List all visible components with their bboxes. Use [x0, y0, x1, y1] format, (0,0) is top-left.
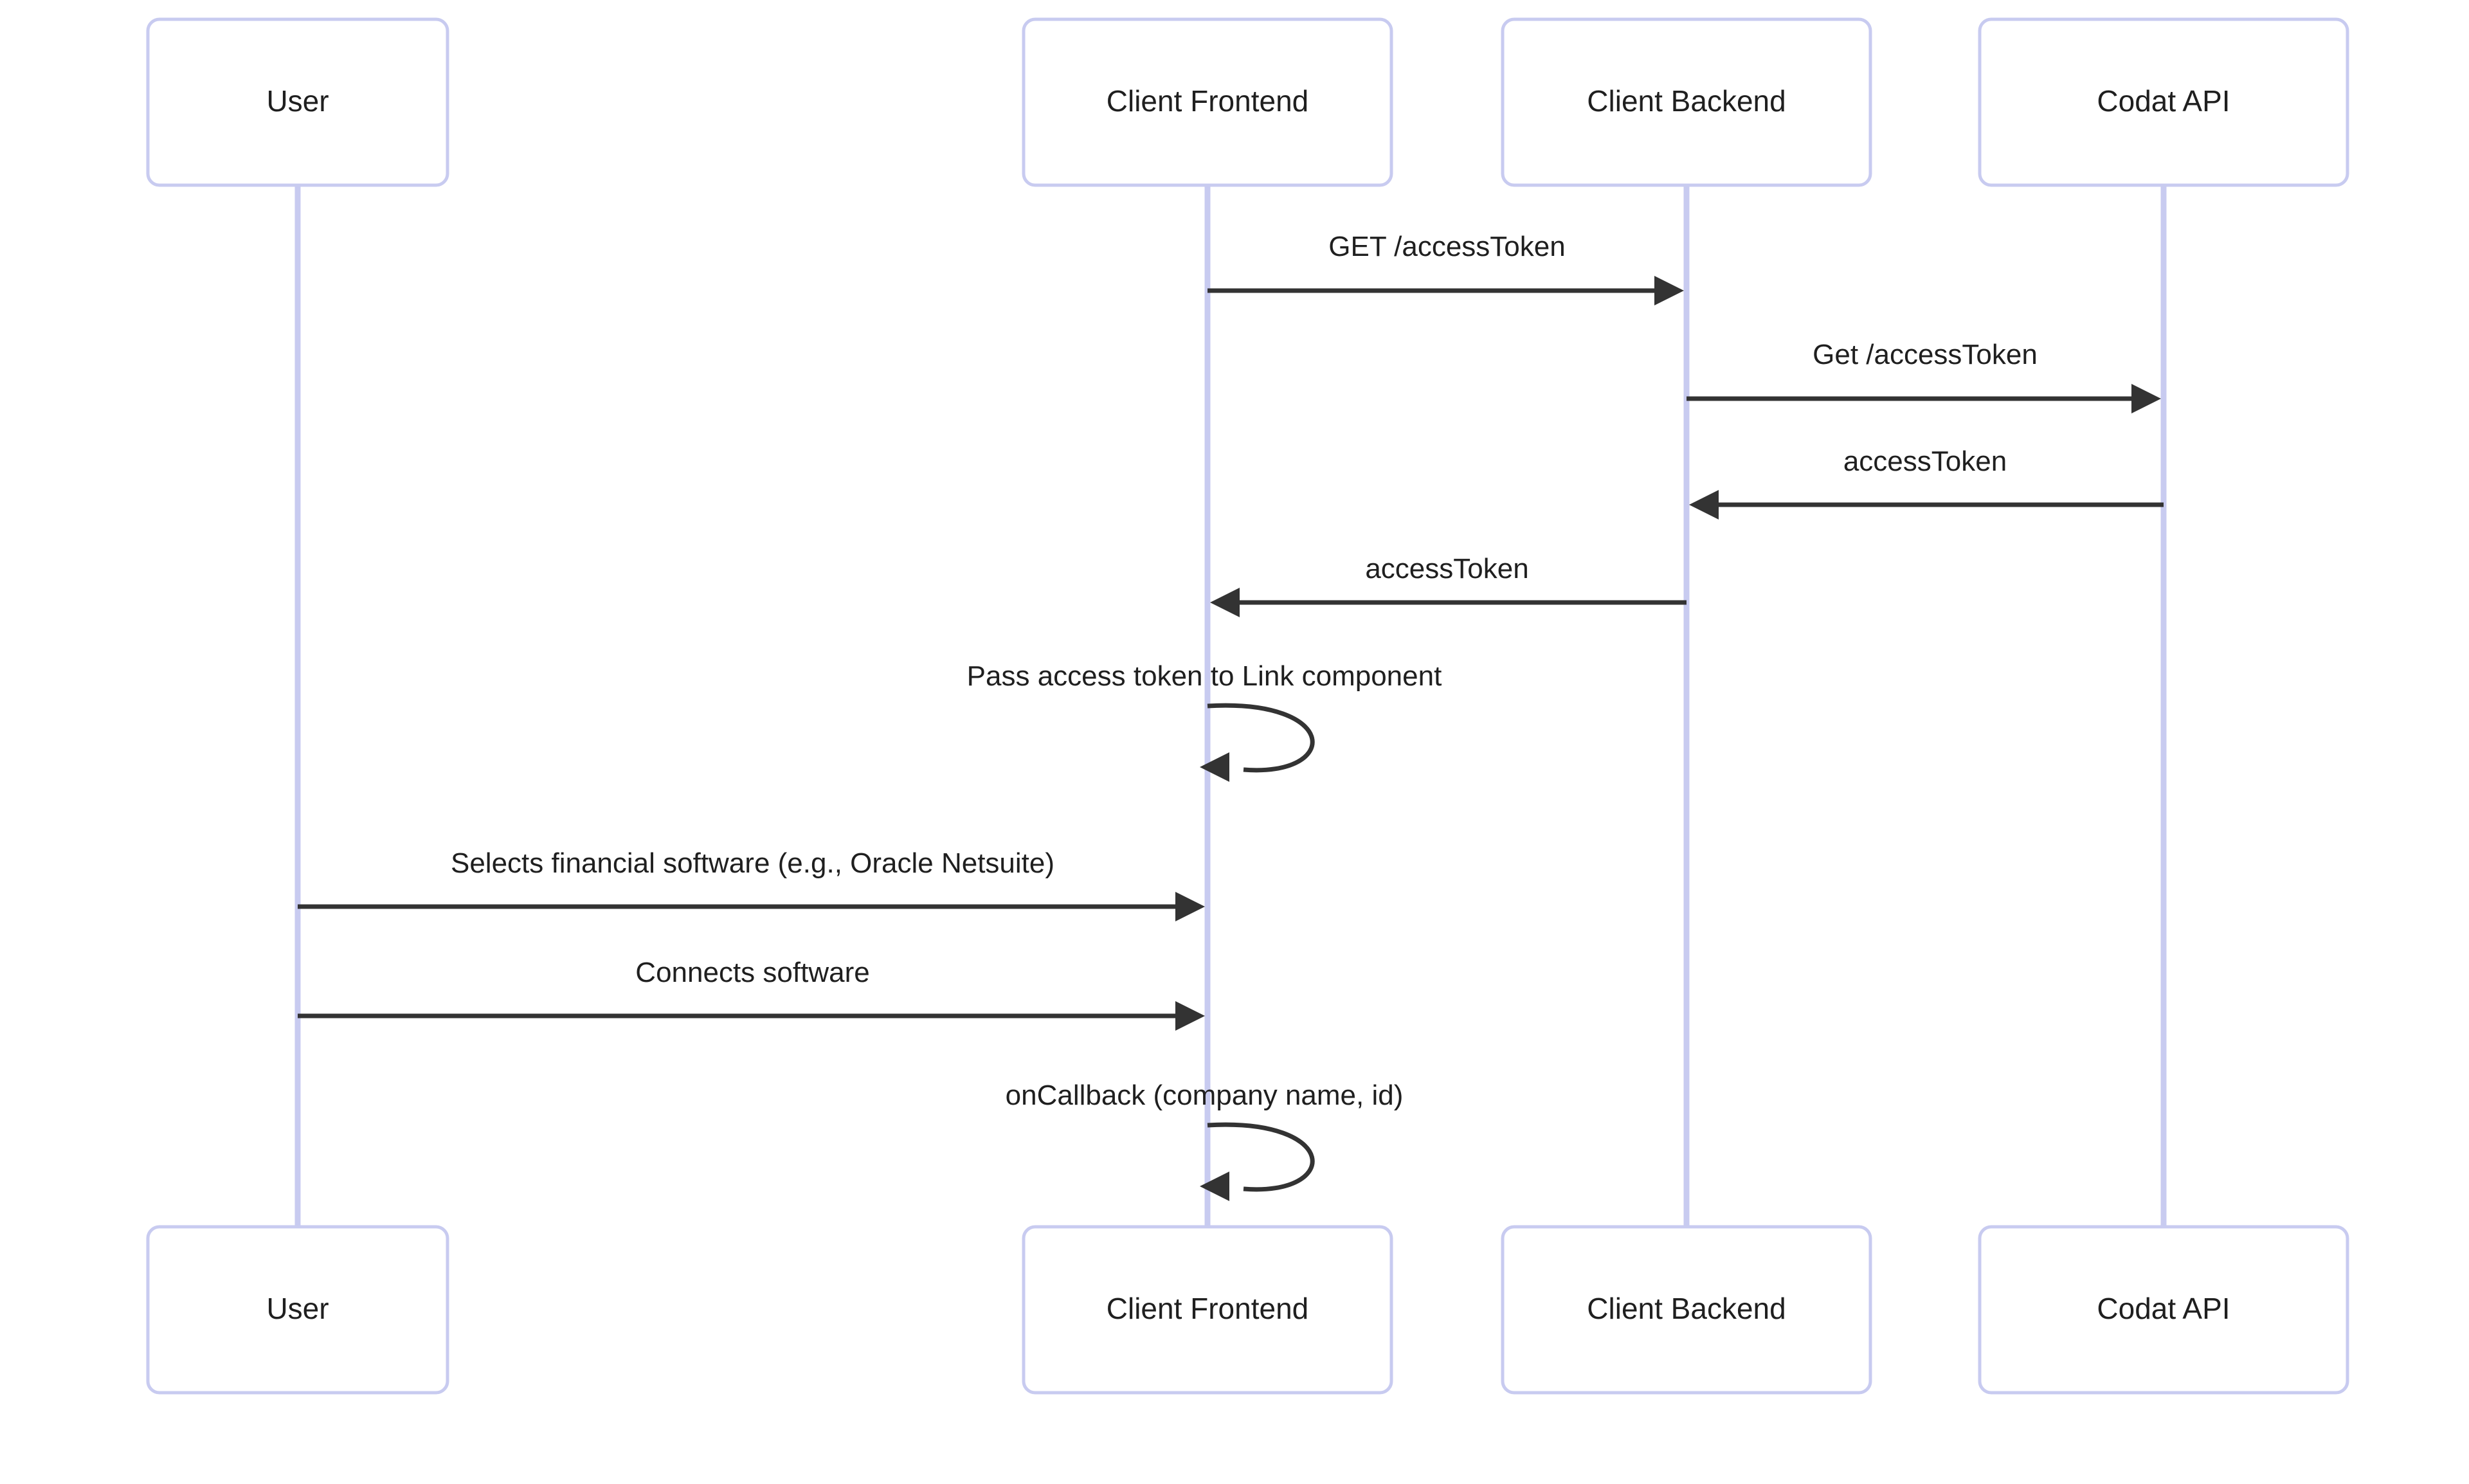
actor-box-shape	[1978, 17, 2349, 187]
message-label: Pass access token to Link component	[967, 660, 1442, 692]
message-label: onCallback (company name, id)	[1006, 1080, 1404, 1111]
actor-box-footer-user[interactable]: User	[146, 1225, 449, 1395]
arrowhead	[1200, 752, 1229, 782]
arrowhead	[1175, 1001, 1205, 1031]
actor-label-codat-api: Codat API	[2097, 1292, 2230, 1325]
message-self-loop	[1207, 1122, 1315, 1192]
actor-box-shape	[146, 17, 449, 187]
arrowhead	[1654, 276, 1684, 305]
arrowhead	[1175, 892, 1205, 921]
actor-label-codat-api: Codat API	[2097, 84, 2230, 118]
message-msg-selects-financial-software[interactable]: Selects financial software (e.g., Oracle…	[298, 847, 1205, 921]
actor-box-shape	[1022, 1225, 1393, 1395]
actor-box-header-codat-api[interactable]: Codat API	[1978, 17, 2349, 187]
message-label: GET /accessToken	[1328, 231, 1565, 262]
actor-box-shape	[1022, 17, 1393, 187]
message-label: accessToken	[1843, 446, 2007, 477]
actor-label-client-backend: Client Backend	[1587, 1292, 1786, 1325]
message-label: Selects financial software (e.g., Oracle…	[451, 847, 1054, 879]
actor-label-user: User	[266, 1292, 329, 1325]
message-label: Get /accessToken	[1813, 339, 2038, 370]
actor-box-footer-client-backend[interactable]: Client Backend	[1501, 1225, 1872, 1395]
arrowhead	[1689, 490, 1719, 520]
lifelines-layer	[294, 185, 2167, 1227]
actor-box-header-user[interactable]: User	[146, 17, 449, 187]
arrowhead	[1210, 588, 1240, 617]
actor-box-shape	[146, 1225, 449, 1395]
arrowhead	[1200, 1172, 1229, 1201]
actor-label-client-backend: Client Backend	[1587, 84, 1786, 118]
message-msg-on-callback[interactable]: onCallback (company name, id)	[1006, 1080, 1404, 1201]
arrowhead	[2131, 384, 2161, 413]
actor-label-user: User	[266, 84, 329, 118]
actor-box-shape	[1501, 1225, 1872, 1395]
actor-box-footer-codat-api[interactable]: Codat API	[1978, 1225, 2349, 1395]
actor-box-header-client-frontend[interactable]: Client Frontend	[1022, 17, 1393, 187]
actor-label-client-frontend: Client Frontend	[1107, 1292, 1309, 1325]
message-msg-get-access-token-2[interactable]: Get /accessToken	[1687, 339, 2161, 413]
message-msg-access-token-return-1[interactable]: accessToken	[1689, 446, 2164, 520]
actor-box-footer-client-frontend[interactable]: Client Frontend	[1022, 1225, 1393, 1395]
message-msg-connects-software[interactable]: Connects software	[298, 957, 1205, 1031]
actor-box-shape	[1978, 1225, 2349, 1395]
actor-label-client-frontend: Client Frontend	[1107, 84, 1309, 118]
message-label: Connects software	[635, 957, 869, 988]
message-msg-access-token-return-2[interactable]: accessToken	[1210, 553, 1687, 617]
message-msg-pass-access-token[interactable]: Pass access token to Link component	[967, 660, 1442, 782]
actor-box-header-client-backend[interactable]: Client Backend	[1501, 17, 1872, 187]
message-msg-get-access-token[interactable]: GET /accessToken	[1207, 231, 1684, 305]
message-label: accessToken	[1365, 553, 1528, 584]
message-self-loop	[1207, 703, 1315, 773]
actor-box-shape	[1501, 17, 1872, 187]
